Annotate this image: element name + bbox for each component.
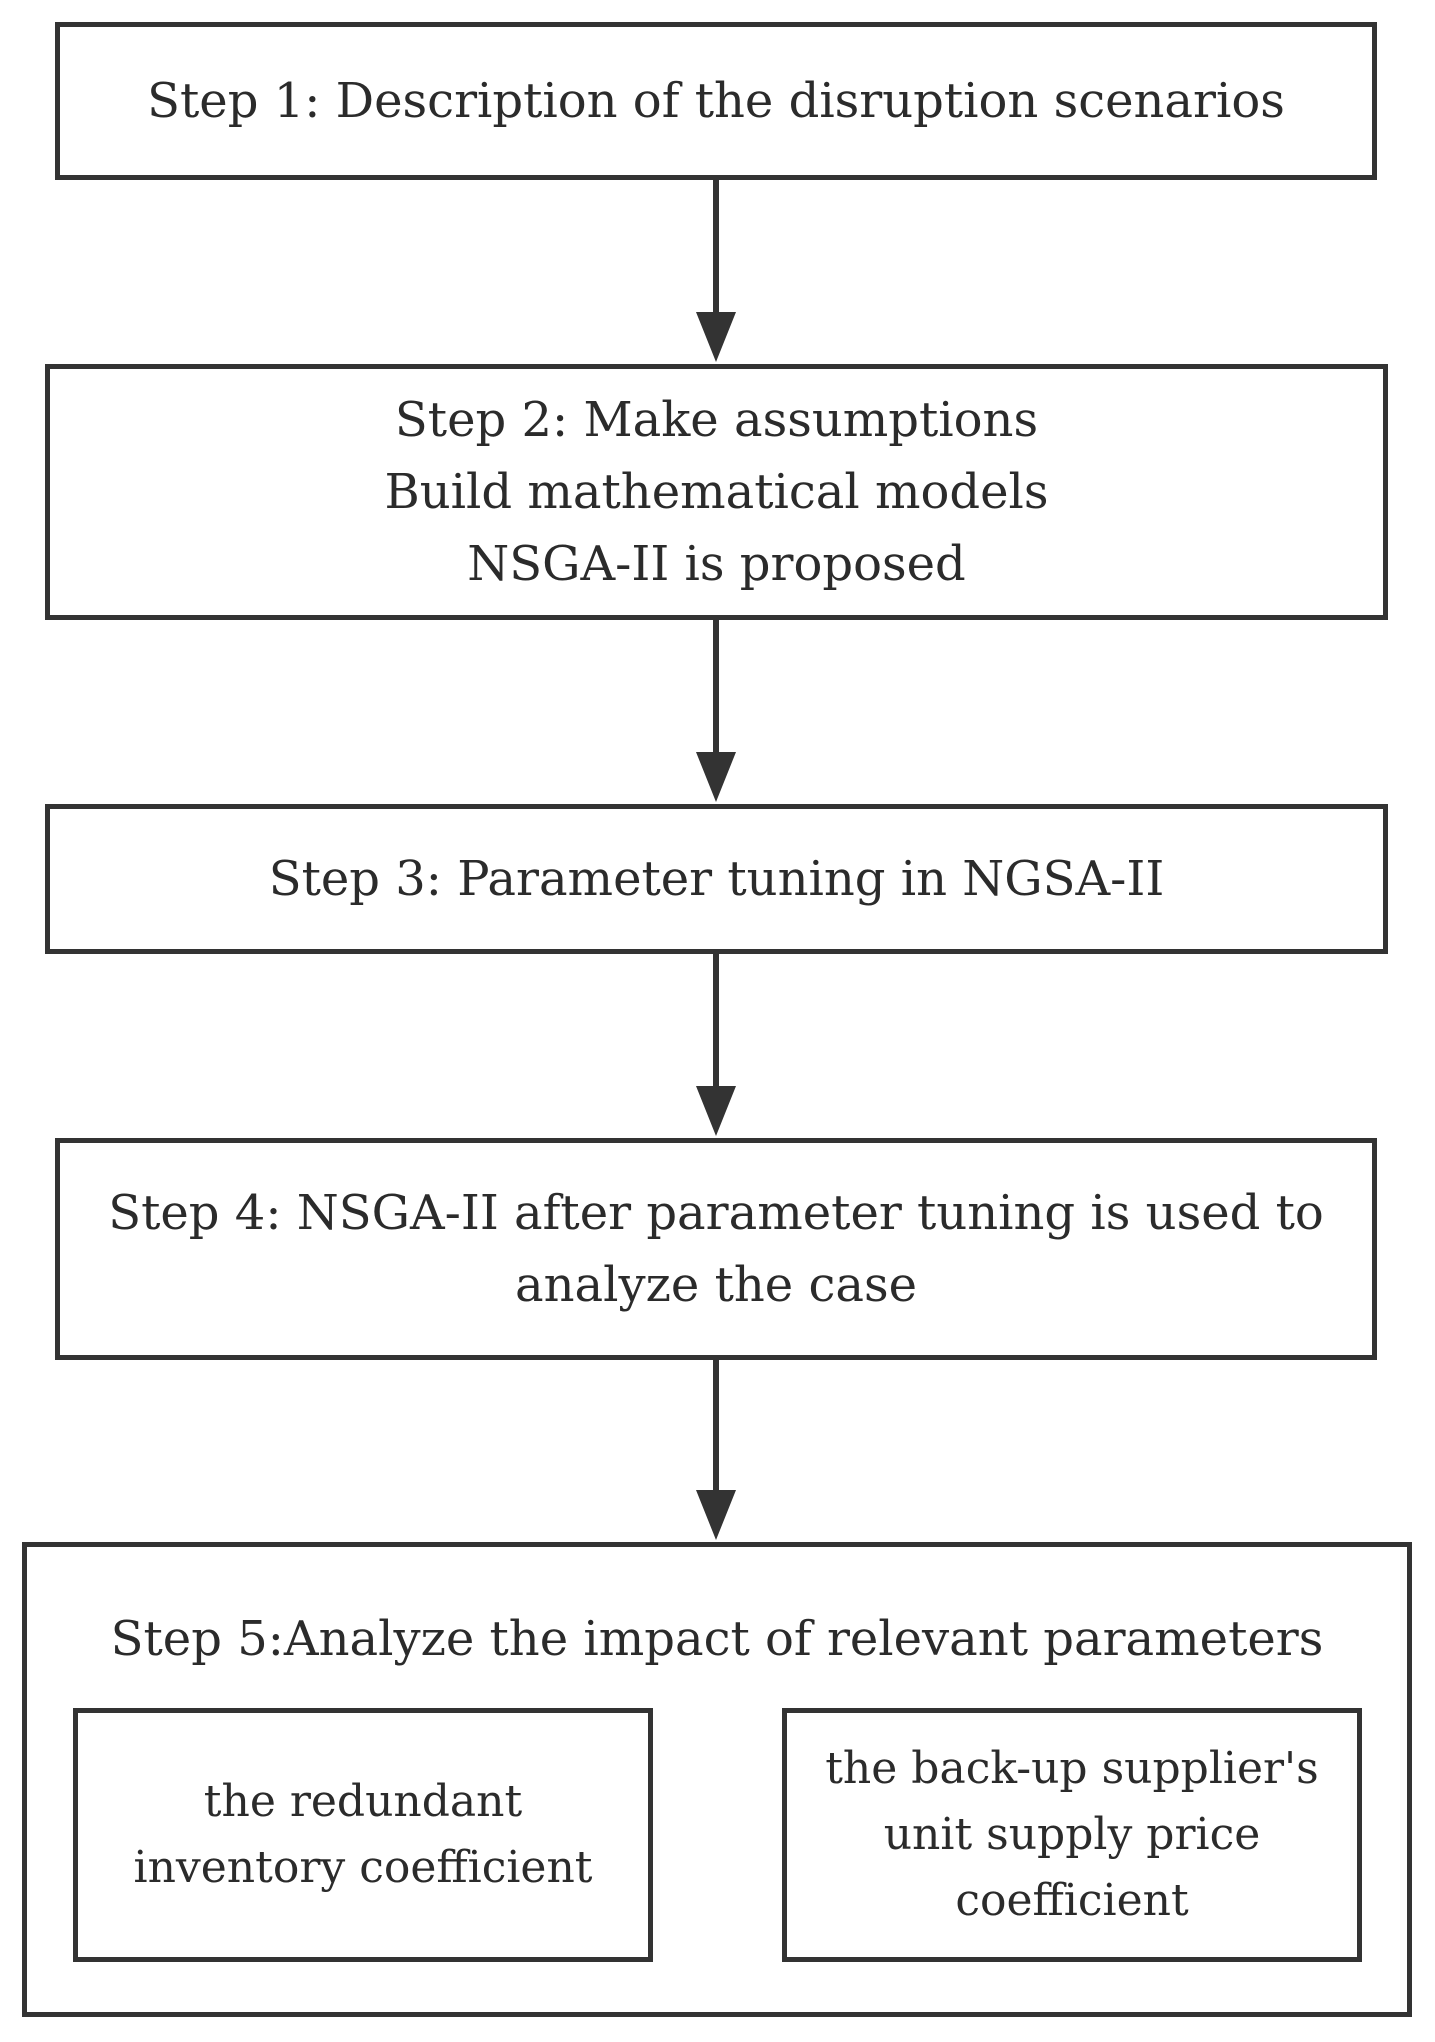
step1-text: Step 1: Description of the disruption sc…	[147, 73, 1285, 129]
arrow-step2-to-step3	[696, 620, 736, 802]
sub2-line-3: coefficient	[955, 1875, 1189, 1926]
step1-box: Step 1: Description of the disruption sc…	[55, 22, 1377, 180]
step2-line-2: Build mathematical models	[384, 464, 1049, 520]
sub1-line-2: inventory coefficient	[133, 1842, 593, 1893]
arrow-step1-to-step2	[696, 180, 736, 362]
sub1-line-1: the redundant	[203, 1776, 523, 1827]
step2-line-3: NSGA-II is proposed	[467, 536, 966, 592]
step4-line-1: Step 4: NSGA-II after parameter tuning i…	[108, 1185, 1324, 1241]
sub2-line-1: the back-up supplier's	[825, 1743, 1319, 1794]
arrow-step3-to-step4	[696, 954, 736, 1136]
sub2-line-2: unit supply price	[883, 1809, 1261, 1860]
step2-line-1: Step 2: Make assumptions	[394, 392, 1039, 448]
step2-box: Step 2: Make assumptions Build mathemati…	[45, 364, 1388, 620]
redundant-inventory-box: the redundant inventory coefficient	[73, 1708, 653, 1962]
arrow-step4-to-step5	[696, 1360, 736, 1540]
step5-title: Step 5:Analyze the impact of relevant pa…	[110, 1611, 1324, 1667]
backup-supplier-price-box: the back-up supplier's unit supply price…	[782, 1708, 1362, 1962]
step4-box: Step 4: NSGA-II after parameter tuning i…	[55, 1138, 1377, 1360]
step3-text: Step 3: Parameter tuning in NGSA-II	[268, 851, 1165, 907]
step4-line-2: analyze the case	[515, 1257, 917, 1313]
step3-box: Step 3: Parameter tuning in NGSA-II	[45, 804, 1388, 954]
